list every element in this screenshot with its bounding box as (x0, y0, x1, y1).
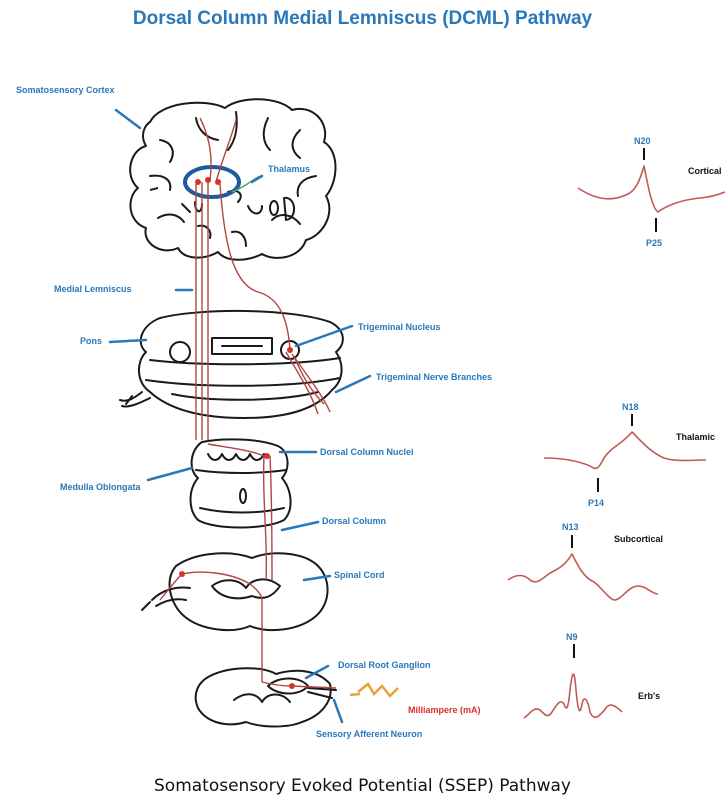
stimulus-lightning-icon (358, 684, 398, 696)
label-dorsal-column-nuclei: Dorsal Column Nuclei (320, 447, 414, 457)
peak-n9: N9 (566, 632, 578, 642)
label-dorsal-root-ganglion: Dorsal Root Ganglion (338, 660, 431, 670)
waveform-thalamic: N18 P14 Thalamic (544, 402, 715, 508)
label-cortical: Cortical (688, 166, 722, 176)
peak-p14: P14 (588, 498, 604, 508)
peak-n13: N13 (562, 522, 579, 532)
pons-section (120, 311, 343, 418)
peak-n20: N20 (634, 136, 651, 146)
label-somatosensory-cortex: Somatosensory Cortex (16, 85, 115, 95)
label-erbs: Erb's (638, 691, 660, 701)
label-thalamic: Thalamic (676, 432, 715, 442)
peak-n18: N18 (622, 402, 639, 412)
diagram-footer: Somatosensory Evoked Potential (SSEP) Pa… (0, 776, 725, 796)
label-subcortical: Subcortical (614, 534, 663, 544)
label-dorsal-column: Dorsal Column (322, 516, 386, 526)
label-trigeminal-nucleus: Trigeminal Nucleus (358, 322, 441, 332)
medulla-section (191, 439, 291, 527)
lower-spinal-cord-section (196, 668, 336, 726)
label-medulla-oblongata: Medulla Oblongata (60, 482, 141, 492)
peak-p25: P25 (646, 238, 662, 248)
spinal-cord-section (142, 553, 328, 630)
label-pons: Pons (80, 336, 102, 346)
label-milliampere: Milliampere (mA) (408, 705, 481, 715)
label-medial-lemniscus: Medial Lemniscus (54, 284, 132, 294)
label-spinal-cord: Spinal Cord (334, 570, 385, 580)
brain-coronal-section (130, 99, 335, 260)
waveform-erbs: N9 Erb's (524, 632, 660, 718)
label-trigeminal-nerve-branches: Trigeminal Nerve Branches (376, 372, 492, 382)
waveform-cortical: N20 P25 Cortical (578, 136, 725, 248)
label-sensory-afferent-neuron: Sensory Afferent Neuron (316, 729, 422, 739)
waveform-subcortical: N13 Subcortical (508, 522, 663, 600)
label-thalamus: Thalamus (268, 164, 310, 174)
